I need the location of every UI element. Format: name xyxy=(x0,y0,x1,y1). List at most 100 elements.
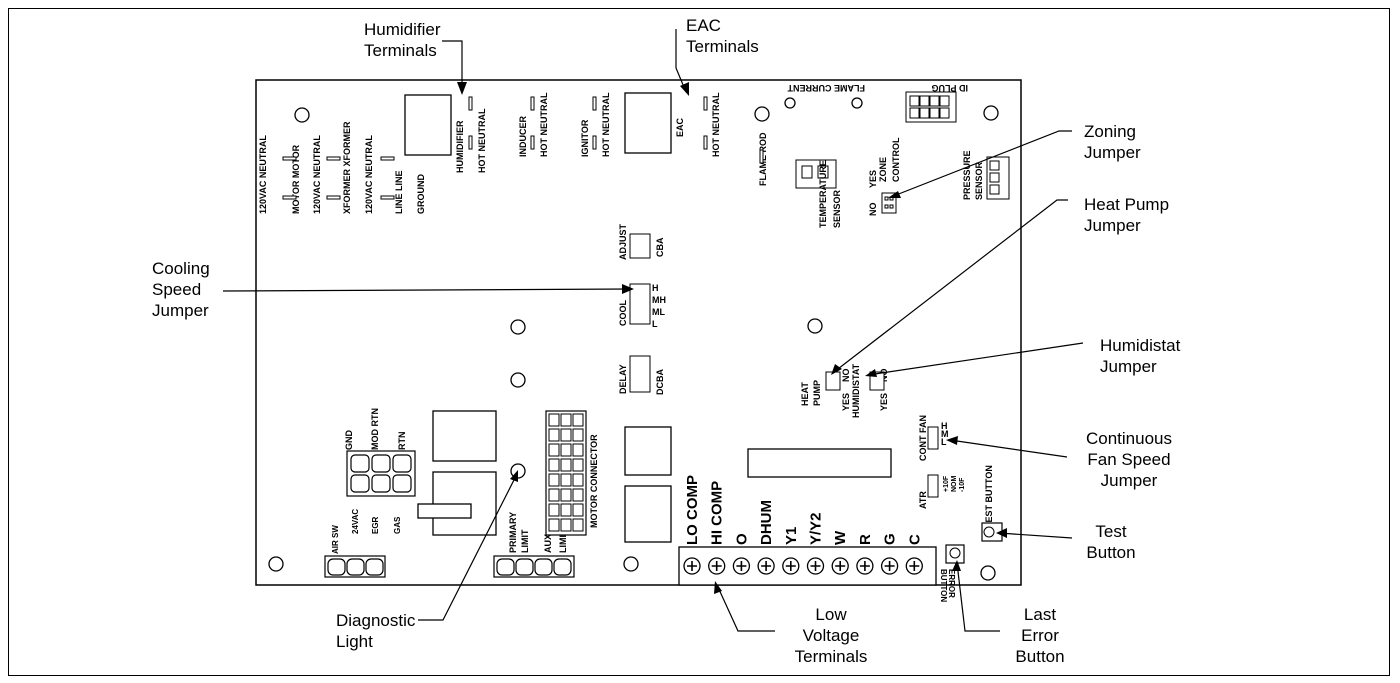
leader-cooling xyxy=(222,288,632,292)
motor-pin xyxy=(572,503,584,517)
last-error-button-cap[interactable] xyxy=(949,547,961,559)
delay-pins-label: DCBA xyxy=(655,369,665,395)
heat-pump-label-2: PUMP xyxy=(812,380,822,406)
cont-fan-pin-l: L xyxy=(941,437,947,447)
motor-pin xyxy=(548,518,560,532)
leader-eac xyxy=(675,29,687,93)
motor-pin xyxy=(548,503,560,517)
jumper-pin-blocks xyxy=(629,233,651,393)
flame-current-test-point xyxy=(784,97,796,109)
callout-cooling-speed-jumper: Cooling Speed Jumper xyxy=(152,259,210,320)
terminal-label: O xyxy=(733,533,750,545)
terminal-label: HI COMP xyxy=(709,481,726,545)
spade-terminal xyxy=(530,135,535,150)
adjust-label: ADJUST xyxy=(618,223,628,260)
mount-hole xyxy=(510,372,526,388)
adjust-pins-label: CBA xyxy=(655,237,665,257)
callout-humidifier-terminals: Humidifier Terminals xyxy=(364,20,441,60)
callout-last-error-button: Last Error Button xyxy=(1015,605,1065,666)
air-sw-label: GAS xyxy=(393,516,402,534)
line-voltage-label: XFORMER XFORMER xyxy=(342,121,352,214)
leader-heat-pump xyxy=(833,199,1068,373)
callout-zoning-jumper: Zoning Jumper xyxy=(1084,122,1141,162)
ignitor-sub-label: HOT NEUTRAL xyxy=(601,92,611,157)
cool-pin-ml: ML xyxy=(652,307,665,317)
inducer-sub-label: HOT NEUTRAL xyxy=(539,92,549,157)
test-button-cap[interactable] xyxy=(983,526,995,538)
air-switch-connector xyxy=(324,555,386,578)
id-plug-label: ID PLUG xyxy=(931,83,968,93)
arrowhead xyxy=(946,436,958,445)
terminal-screw-slot xyxy=(909,561,920,571)
test-button-label: TEST BUTTON xyxy=(984,465,994,528)
cool-label: COOL xyxy=(618,299,628,326)
motor-pin xyxy=(572,473,584,487)
limit-label: LIMIT xyxy=(520,529,530,553)
callout-eac-terminals: EAC Terminals xyxy=(686,16,759,56)
spade-terminal xyxy=(468,96,473,111)
atr-pin-p10f: +10F xyxy=(943,475,950,492)
motor-connector-label: MOTOR CONNECTOR xyxy=(589,434,599,528)
eac-relay xyxy=(624,92,672,154)
id-plug-connector xyxy=(905,91,957,123)
gas-valve-label: RTN xyxy=(397,432,407,451)
motor-pin xyxy=(560,488,572,502)
terminal-screw-slot xyxy=(785,561,796,571)
limit-label: AUX xyxy=(543,534,553,553)
terminal-screw-slot xyxy=(736,561,747,571)
spade-terminal xyxy=(326,156,341,161)
callout-diagnostic-light: Diagnostic Light xyxy=(336,611,416,651)
relay xyxy=(624,426,672,476)
leader-last-error xyxy=(956,562,1000,632)
cont-fan-pin-h: H xyxy=(941,421,948,431)
gas-valve-label: GND xyxy=(344,430,354,451)
motor-pin xyxy=(572,443,584,457)
leader-lines xyxy=(222,29,1084,632)
motor-pin xyxy=(548,428,560,442)
mount-hole xyxy=(983,105,999,121)
terminal-label: DHUM xyxy=(758,500,775,545)
terminal-screw-slot xyxy=(835,561,846,571)
terminal-screw-slot xyxy=(711,561,722,571)
error-button-label-2: BUTTON xyxy=(939,569,948,602)
eac-sub-label: HOT NEUTRAL xyxy=(711,92,721,157)
flame-current-test-point xyxy=(851,97,863,109)
leader-zoning xyxy=(890,130,1072,198)
motor-pin xyxy=(572,488,584,502)
inducer-label: INDUCER xyxy=(518,115,528,157)
air-sw-label: EGR xyxy=(371,516,380,534)
eac-label: EAC xyxy=(675,117,685,137)
cool-pin-l: L xyxy=(652,319,658,329)
humidistat-yes: YES xyxy=(879,393,889,411)
gas-valve-connector xyxy=(346,450,416,497)
spade-terminals xyxy=(282,96,764,200)
cont-fan-atr-jumper-blocks xyxy=(927,426,939,498)
low-voltage-screws xyxy=(683,557,923,575)
zone-control-label: ZONE xyxy=(878,157,888,182)
pressure-sensor-connector xyxy=(986,156,1010,200)
arrowhead xyxy=(457,82,467,95)
spade-terminal xyxy=(530,96,535,111)
temperature-sensor-connector xyxy=(795,159,837,189)
limit-label: PRIMARY xyxy=(508,512,518,553)
callout-test-button: Test Button xyxy=(1086,522,1136,562)
spade-terminal xyxy=(703,135,708,150)
humidifier-label: HUMIDIFIER xyxy=(455,120,465,173)
motor-pin xyxy=(548,458,560,472)
arrowhead xyxy=(888,191,901,198)
terminal-label: G xyxy=(882,533,899,545)
cool-pin-mh: MH xyxy=(652,295,666,305)
atr-pin-m10f: -10F xyxy=(959,477,966,492)
limit-connector xyxy=(493,555,575,578)
arrowheads xyxy=(457,82,1007,594)
cont-fan-pin-m: M xyxy=(941,429,949,439)
arrowhead xyxy=(622,284,634,294)
terminal-screw-slot xyxy=(761,561,772,571)
callout-low-voltage-terminals: Low Voltage Terminals xyxy=(794,605,868,666)
pressure-sensor-label-2: SENSOR xyxy=(974,161,984,200)
arrowhead xyxy=(680,82,689,96)
relays xyxy=(404,92,892,543)
line-voltage-label: LINE LINE xyxy=(394,170,404,214)
callout-heat-pump-jumper: Heat Pump Jumper xyxy=(1084,195,1170,235)
error-button-label: ERROR xyxy=(947,569,956,598)
